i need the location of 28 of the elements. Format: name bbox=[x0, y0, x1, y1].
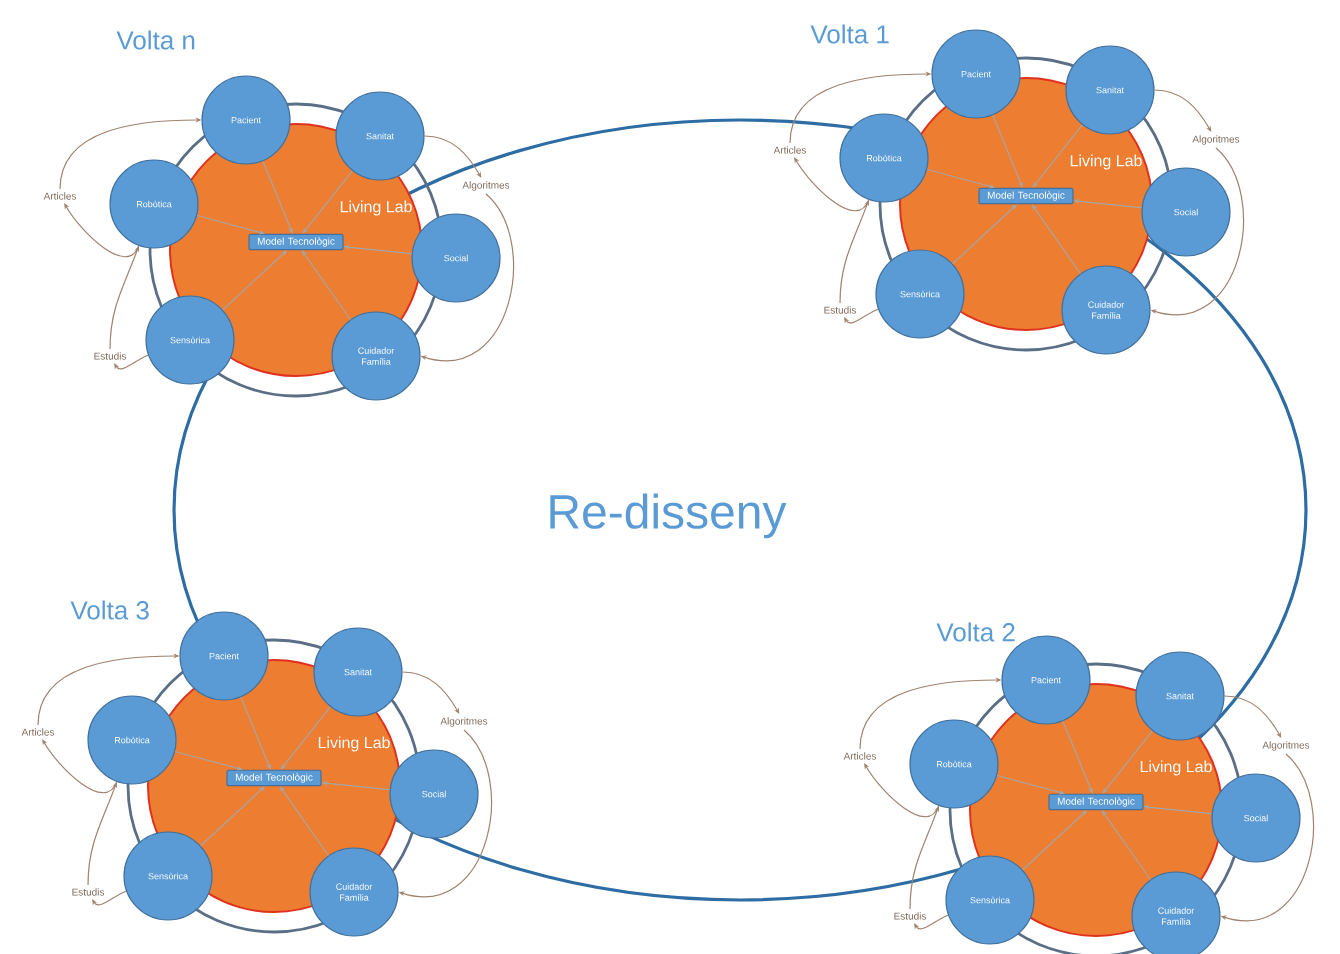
arrow bbox=[174, 750, 243, 771]
arrow bbox=[92, 890, 127, 906]
center-title: Re-disseny bbox=[550, 493, 787, 539]
arrow bbox=[914, 914, 949, 930]
arrow bbox=[114, 354, 149, 370]
arrow bbox=[1224, 695, 1282, 738]
arrow bbox=[926, 168, 995, 189]
arrow bbox=[42, 739, 118, 794]
arrow bbox=[196, 214, 265, 235]
arrow bbox=[402, 671, 460, 714]
arrow bbox=[1102, 730, 1153, 794]
arrow bbox=[952, 204, 1017, 265]
arrow bbox=[222, 250, 287, 311]
arrow bbox=[864, 763, 940, 818]
arrow bbox=[794, 157, 870, 212]
arrow bbox=[200, 786, 265, 847]
arrow bbox=[64, 203, 140, 258]
arrow bbox=[1022, 810, 1087, 871]
arrow bbox=[996, 774, 1065, 795]
arrow bbox=[1154, 89, 1212, 132]
arrow bbox=[302, 170, 353, 234]
round-title: Volta 1 bbox=[810, 24, 889, 44]
round-title: Volta n bbox=[116, 30, 195, 50]
arrow bbox=[424, 135, 482, 178]
arrow bbox=[280, 706, 331, 770]
arrow bbox=[1032, 124, 1083, 188]
arrow bbox=[844, 308, 879, 324]
round-title: Volta 3 bbox=[70, 600, 149, 620]
